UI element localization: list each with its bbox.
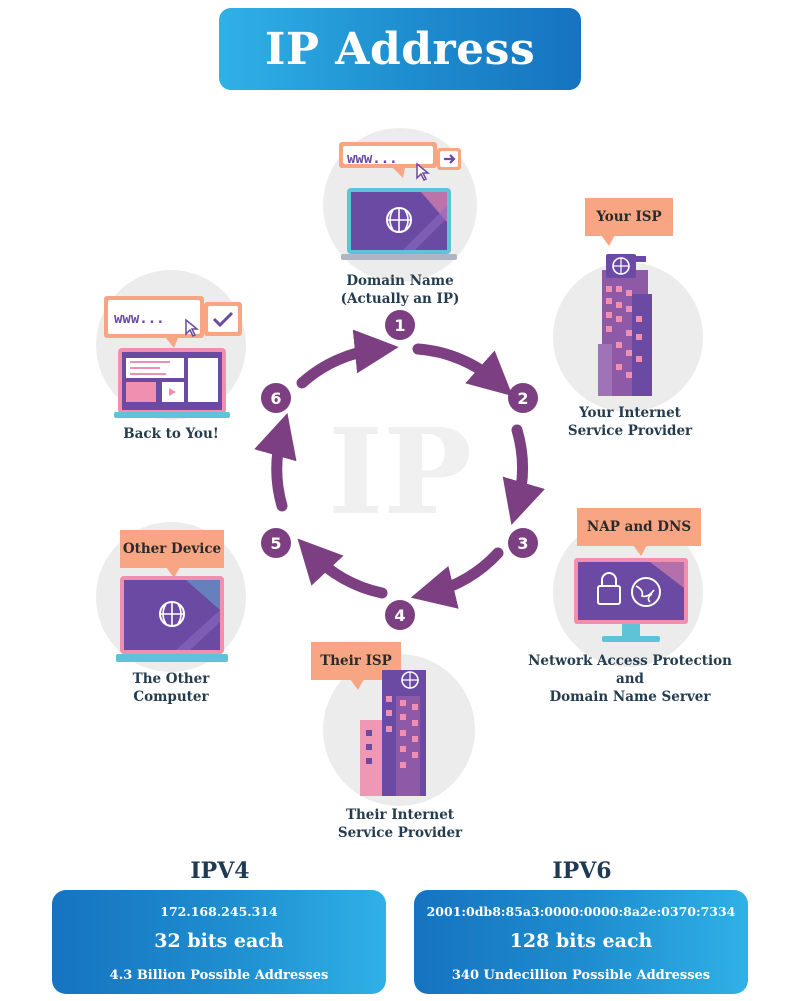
ipv6-card: 2001:0db8:85a3:0000:0000:8a2e:0370:7334 … [414,890,748,994]
arrow-2-to-3 [502,424,545,526]
ip-watermark: IP [328,402,472,541]
step-6-badge: 6 [261,383,291,413]
step-5-label-line1: The Other [132,671,210,687]
arrow-4-to-5 [297,538,388,599]
ipv4-card: 172.168.245.314 32 bits each 4.3 Billion… [52,890,386,994]
step-6-label: Back to You! [71,425,271,443]
ipv4-title: IPV4 [190,858,250,884]
building-icon [360,670,426,796]
ipv6-possible: 340 Undecillion Possible Addresses [451,968,711,983]
cursor-icon [416,162,431,182]
step-5-label: The Other Computer [71,670,271,706]
step-1-label-line1: Domain Name [346,273,454,289]
step-2-label-line2: Service Provider [567,423,693,439]
monitor-lock-globe-icon [574,558,688,642]
nap-dns-bubble: NAP and DNS [577,508,701,556]
laptop-globe-icon [116,576,228,662]
step-6-label-line1: Back to You! [123,426,219,442]
step-1-label-line2: (Actually an IP) [340,291,460,307]
your-isp-bubble: Your ISP [585,198,673,246]
step-5-label-line2: Computer [133,689,209,705]
page-title: IP Address [264,23,536,75]
laptop-webpage-icon [104,296,242,418]
step-1-label: Domain Name (Actually an IP) [300,272,500,308]
step-5-badge: 5 [261,528,291,558]
step-3-label: Network Access Protection and Domain Nam… [510,652,750,706]
step-1-url-text: www... [347,151,398,167]
step-1-badge: 1 [385,310,415,340]
step-3-label-line1: Network Access Protection [528,653,732,669]
laptop-globe-icon [339,142,461,260]
building-icon [598,254,652,396]
step-2-label-line1: Your Internet [579,405,681,421]
arrow-6-to-1 [296,329,399,389]
check-icon [212,311,234,328]
lock-icon [597,572,621,605]
step-2-label: Your Internet Service Provider [530,404,730,440]
arrow-3-to-4 [410,547,504,609]
play-icon [169,388,176,396]
step-3-badge: 3 [508,528,538,558]
cursor-icon [185,318,200,338]
arrow-5-to-6 [254,412,297,512]
step-6-url-text: www... [114,311,165,327]
ipv4-address: 172.168.245.314 [160,904,278,919]
ipv4-bits: 32 bits each [154,930,284,952]
arrow-1-to-2 [412,343,513,397]
ipv6-title: IPV6 [552,858,612,884]
ipv4-possible: 4.3 Billion Possible Addresses [109,968,329,983]
title-banner: IP Address [219,8,581,90]
step-4-label-line1: Their Internet [345,807,455,823]
ipv6-address: 2001:0db8:85a3:0000:0000:8a2e:0370:7334 [426,904,736,919]
step-4-label-line2: Service Provider [337,825,463,841]
step-4-badge: 4 [385,600,415,630]
step-3-label-line2: and [615,671,644,687]
step-4-label: Their Internet Service Provider [300,806,500,842]
ipv6-bits: 128 bits each [509,930,653,952]
step-2-badge: 2 [508,383,538,413]
globe-icon [631,577,661,607]
step-3-label-line3: Domain Name Server [549,689,711,705]
other-device-bubble: Other Device [120,530,224,578]
